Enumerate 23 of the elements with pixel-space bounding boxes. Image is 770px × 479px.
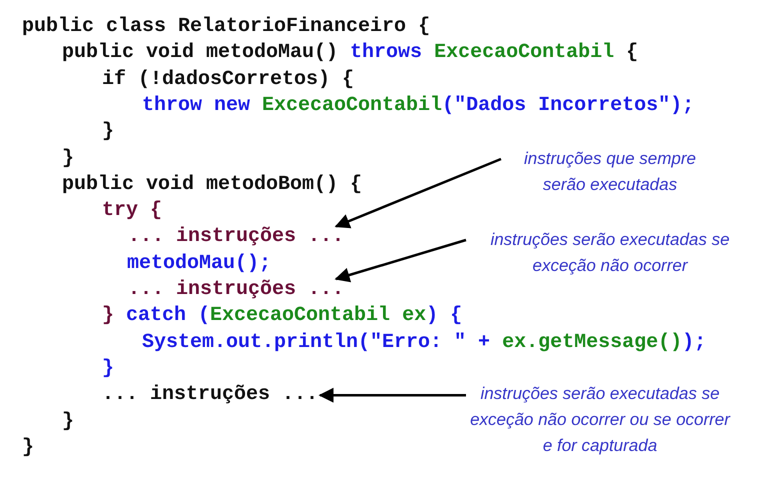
arrow — [318, 388, 466, 403]
code-line: System.out.println("Erro: " + ex.getMessage()); — [142, 332, 706, 354]
code-line: } — [102, 358, 114, 380]
arrow — [334, 158, 502, 228]
code-line: metodoMau(); — [127, 252, 272, 275]
code-line: public void metodoBom() { — [62, 174, 362, 196]
code-line: ... instruções ... — [128, 279, 344, 301]
code-line: ... instruções ... — [128, 226, 344, 248]
annotation-text: instruções serão executadas se exceção não ocorrer — [470, 227, 750, 279]
code-line: public class RelatorioFinanceiro { — [22, 16, 430, 38]
code-line: } — [62, 410, 74, 432]
arrow — [334, 238, 466, 282]
code-line: throw new ExcecaoContabil("Dados Incorretos"); — [142, 94, 694, 117]
annotation-text: instruções que sempre serão executadas — [505, 146, 715, 198]
code-line: try { — [102, 200, 162, 222]
code-line: public void metodoMau() throws ExcecaoContabil { — [62, 42, 638, 64]
annotation-text: instruções serão executadas se exceção não ocorrer ou se ocorrer e for capturada — [470, 381, 730, 459]
code-line: ... instruções ... — [102, 384, 318, 406]
code-line: if (!dadosCorretos) { — [102, 68, 354, 91]
code-line: } catch (ExcecaoContabil ex) { — [102, 305, 462, 328]
code-line: } — [22, 436, 34, 459]
code-line: } — [62, 148, 74, 170]
code-line: } — [102, 121, 114, 144]
